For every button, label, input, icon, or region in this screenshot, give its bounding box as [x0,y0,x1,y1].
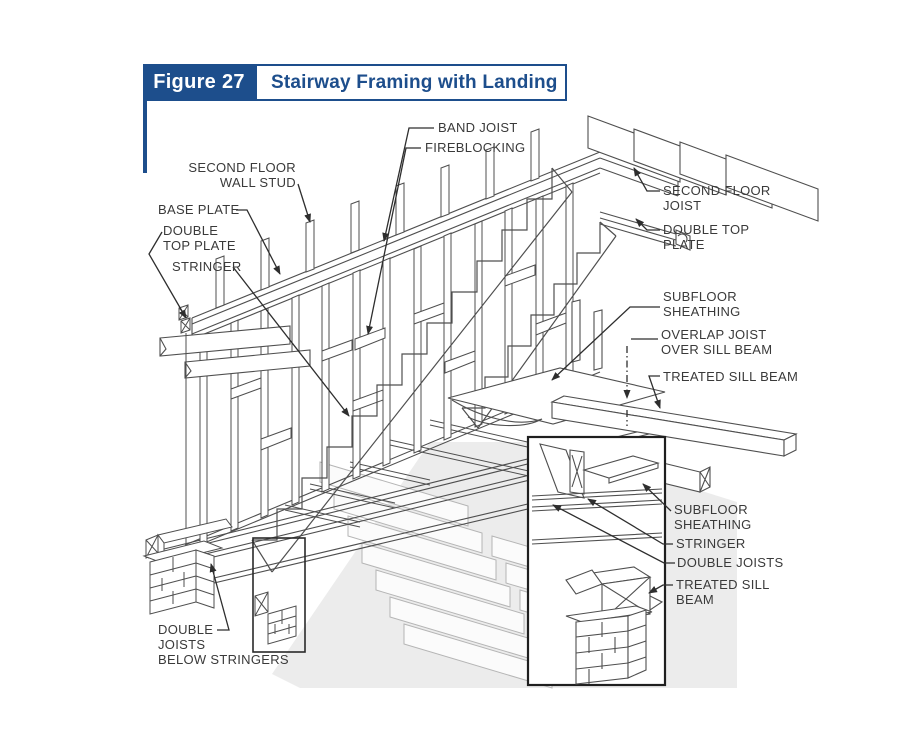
label-second-floor-wall-stud: SECOND FLOOR WALL STUD [188,160,296,191]
label-treated-sill-beam-inset: TREATED SILL BEAM [676,577,770,608]
label-subfloor-sheathing-right: SUBFLOOR SHEATHING [663,289,741,320]
leader-lines [148,127,675,631]
figure-number-box: Figure 27 [143,64,255,101]
label-base-plate: BASE PLATE [158,202,240,217]
label-band-joist: BAND JOIST [438,120,518,135]
brick-pier-left [142,518,233,615]
label-treated-sill-beam-right: TREATED SILL BEAM [663,369,799,384]
figure-title: Stairway Framing with Landing [271,71,558,93]
double-top-plate-protrusion [599,211,691,251]
treated-sill-beam [550,395,798,493]
label-subfloor-sheathing-inset: SUBFLOOR SHEATHING [674,502,752,533]
left-header-beams [159,325,311,379]
label-double-top-plate-right: DOUBLE TOP PLATE [663,222,750,253]
label-second-floor-joist: SECOND FLOOR JOIST [663,183,771,214]
figure-title-box: Stairway Framing with Landing [255,64,567,101]
label-double-joists-inset: DOUBLE JOISTS [677,555,784,570]
label-fireblocking: FIREBLOCKING [425,140,526,155]
second-floor-joists-group [587,115,819,222]
label-overlap-joist-over-sill-beam: OVERLAP JOIST OVER SILL BEAM [661,327,773,358]
label-stringer-left: STRINGER [172,259,242,274]
label-double-joists-below-stringers: DOUBLE JOISTS BELOW STRINGERS [158,622,289,668]
landing-subfloor [447,299,666,427]
second-floor-wall-studs-group [215,128,540,309]
figure-number: Figure 27 [153,71,245,93]
fireblocking-group [230,264,567,451]
label-double-top-plate-left: DOUBLE TOP PLATE [163,223,236,254]
callout-box [252,537,306,653]
header-accent-line [143,101,147,173]
inset-detail-box [526,435,667,687]
label-stringer-inset: STRINGER [676,536,746,551]
